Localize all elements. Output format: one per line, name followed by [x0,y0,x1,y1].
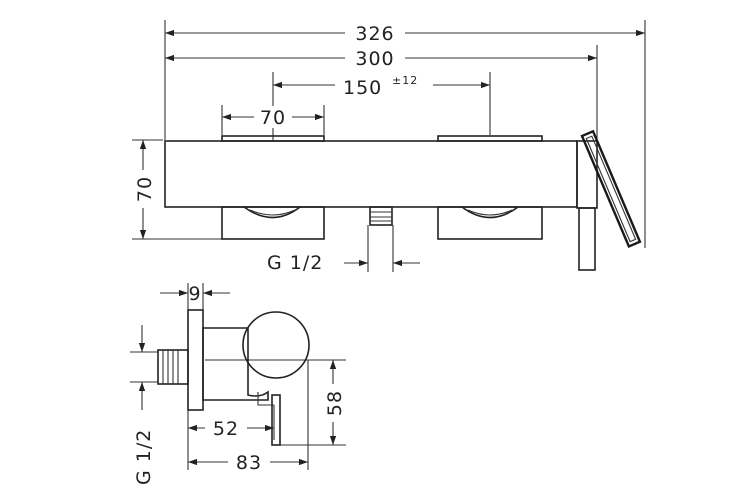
side-body [202,327,269,401]
dim-label-outlet-thread: G 1/2 [267,252,323,274]
inlet-nipple [157,349,189,385]
side-view: 9 G 1/2 58 52 83 [130,283,346,485]
dim-label-58: 58 [324,390,346,416]
dim-label-300: 300 [355,48,394,70]
dim-label-9: 9 [188,283,201,305]
escutcheon-cap-left [221,135,325,142]
escutcheon-left [221,206,325,240]
dim-label-150: 150 [343,77,382,99]
dim-label-70-width: 70 [260,107,286,129]
dim-label-150-tolerance: ±12 [392,74,418,87]
dim-label-inlet-thread: G 1/2 [133,429,155,485]
lever-handle [576,129,642,271]
side-lever [271,394,281,446]
wall-plate [187,309,204,411]
mixer-body [164,140,578,208]
dim-label-326: 326 [355,23,394,45]
lever-joint [257,392,274,406]
handle-circle [242,311,310,379]
escutcheon-cap-right [437,135,543,142]
outlet-nipple [369,206,393,226]
front-view: 326 300 150 ±12 70 70 G 1/2 [132,20,646,274]
dim-label-83: 83 [236,452,262,474]
escutcheon-right [437,206,543,240]
dim-label-70-height: 70 [134,176,156,202]
side-extension-lines [130,283,346,470]
dim-label-52: 52 [213,418,239,440]
